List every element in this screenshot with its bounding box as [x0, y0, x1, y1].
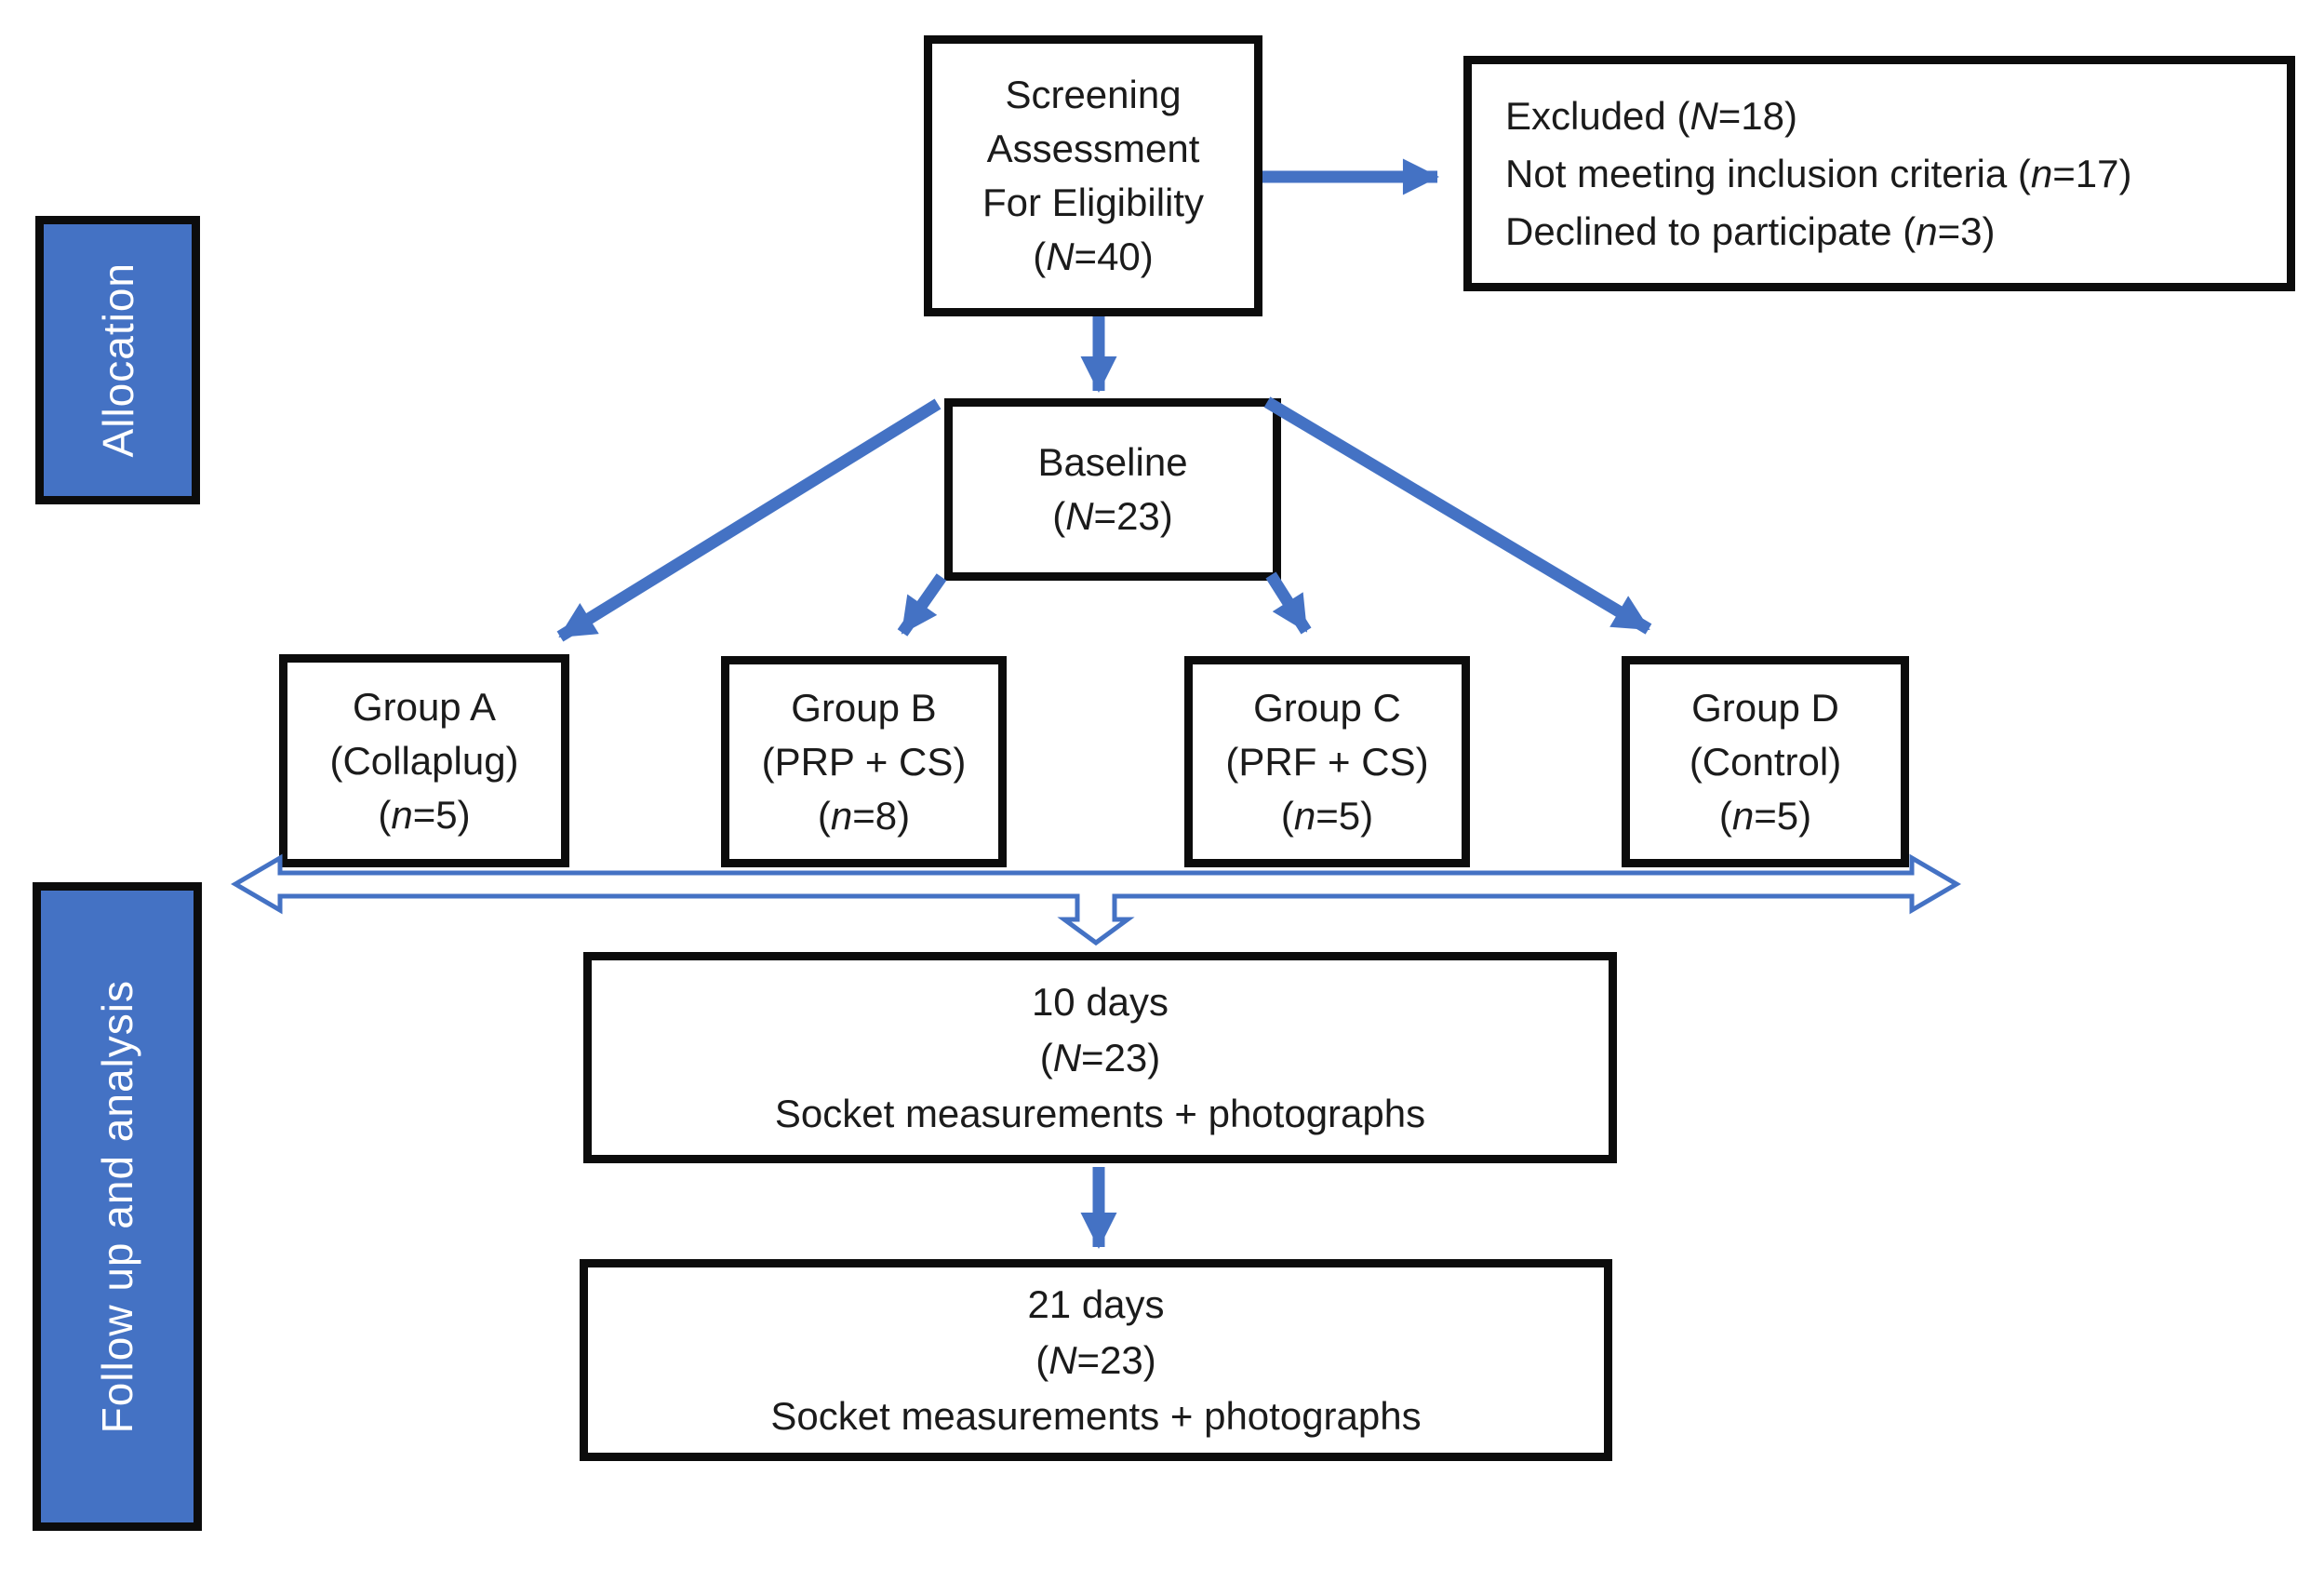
group-d-count: (n=5)	[1718, 793, 1812, 838]
baseline-line-1: Baseline	[1037, 440, 1188, 484]
group-c-box: Group C (PRF + CS) (n=5)	[1184, 656, 1470, 867]
excluded-line-2: Not meeting inclusion criteria (n=17)	[1505, 151, 2132, 195]
screening-line-1: Screening	[1005, 73, 1182, 116]
group-a-name: Group A	[352, 684, 497, 729]
arrow-baseline-to-group-a	[556, 398, 942, 642]
day10-box: 10 days (N=23) Socket measurements + pho…	[583, 952, 1617, 1163]
group-d-treatment: (Control)	[1689, 739, 1842, 784]
allocation-stage-label: Allocation	[35, 216, 200, 504]
screening-line-2: Assessment	[986, 127, 1200, 170]
day10-title: 10 days	[1031, 979, 1169, 1024]
group-c-count: (n=5)	[1280, 793, 1374, 838]
screening-line-3: For Eligibility	[982, 181, 1205, 224]
day21-title: 21 days	[1027, 1281, 1165, 1326]
group-b-treatment: (PRP + CS)	[761, 739, 967, 784]
baseline-count: (N=23)	[1052, 494, 1173, 538]
group-a-box: Group A (Collaplug) (n=5)	[279, 654, 569, 867]
allocation-stage-label-text: Allocation	[93, 262, 142, 458]
group-a-treatment: (Collaplug)	[329, 738, 519, 783]
arrow-baseline-to-group-d	[1263, 396, 1652, 635]
baseline-box: Baseline (N=23)	[944, 398, 1281, 581]
excluded-line-1: Excluded (N=18)	[1505, 93, 1798, 138]
excluded-line-3: Declined to participate (n=3)	[1505, 208, 1996, 253]
group-b-count: (n=8)	[817, 793, 911, 838]
day21-box: 21 days (N=23) Socket measurements + pho…	[580, 1259, 1612, 1461]
group-b-name: Group B	[791, 685, 937, 730]
day21-count: (N=23)	[1035, 1337, 1156, 1382]
day10-count: (N=23)	[1039, 1035, 1161, 1080]
group-d-box: Group D (Control) (n=5)	[1622, 656, 1909, 867]
screening-box: Screening Assessment For Eligibility (N=…	[924, 35, 1262, 316]
follow-up-stage-label-text: Follow up and analysis	[93, 979, 141, 1434]
group-c-treatment: (PRF + CS)	[1225, 739, 1429, 784]
excluded-box: Excluded (N=18) Not meeting inclusion cr…	[1463, 56, 2295, 291]
arrow-baseline-to-group-c	[1265, 571, 1312, 635]
day21-procedure: Socket measurements + photographs	[770, 1393, 1422, 1438]
arrow-baseline-to-group-b	[897, 573, 947, 637]
screening-count: (N=40)	[1033, 235, 1154, 278]
arrow-groups-to-followup	[231, 853, 1961, 946]
follow-up-stage-label: Follow up and analysis	[33, 882, 202, 1531]
group-d-name: Group D	[1691, 685, 1839, 730]
group-c-name: Group C	[1253, 685, 1401, 730]
group-b-box: Group B (PRP + CS) (n=8)	[721, 656, 1007, 867]
day10-procedure: Socket measurements + photographs	[774, 1091, 1426, 1135]
group-a-count: (n=5)	[378, 792, 471, 837]
